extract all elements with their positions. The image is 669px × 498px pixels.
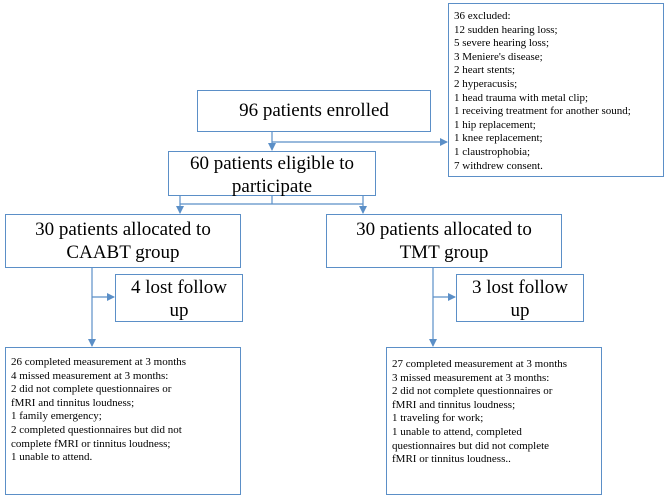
tmt-line-1: 30 patients allocated to: [356, 219, 532, 240]
caabt-result-line: 2 completed questionnaires but did not: [11, 423, 182, 436]
tmt-lost-line-2: up: [510, 300, 530, 321]
excluded-line: 7 withdrew consent.: [454, 159, 543, 172]
tmt-result-line: fMRI or tinnitus loudness..: [392, 453, 511, 466]
tmt-result-line: 2 did not complete questionnaires or: [392, 385, 553, 398]
eligible-line-2: participate: [231, 176, 313, 197]
excluded-line: 2 heart stents;: [454, 64, 516, 77]
excluded-line: 36 excluded:: [454, 10, 511, 22]
eligible-line-1: 60 patients eligible to: [189, 153, 355, 174]
caabt-result-box: 26 completed measurement at 3 months 4 m…: [5, 347, 241, 495]
tmt-lost-line-1: 3 lost follow: [471, 277, 569, 298]
tmt-result-line: 27 completed measurement at 3 months: [392, 358, 568, 370]
tmt-result-line: 3 missed measurement at 3 months:: [392, 371, 550, 384]
caabt-line-1: 30 patients allocated to: [35, 219, 211, 240]
excluded-line: 2 hyperacusis;: [454, 77, 518, 90]
enrolled-box: 96 patients enrolled: [197, 90, 431, 132]
excluded-line: 1 hip replacement;: [454, 118, 536, 131]
caabt-result-line: 1 unable to attend.: [11, 451, 93, 464]
excluded-line: 3 Meniere's disease;: [454, 50, 543, 63]
tmt-result-line: 1 unable to attend, completed: [392, 425, 522, 438]
tmt-result-line: questionnaires but did not complete: [392, 439, 550, 452]
excluded-line: 1 knee replacement;: [454, 132, 543, 145]
tmt-result-line: 1 traveling for work;: [392, 412, 484, 425]
excluded-line: 1 head trauma with metal clip;: [454, 91, 589, 104]
excluded-line: 1 claustrophobia;: [454, 145, 531, 158]
caabt-box: 30 patients allocated to CAABT group: [5, 214, 241, 268]
caabt-result-line: fMRI and tinnitus loudness;: [11, 396, 135, 409]
tmt-box: 30 patients allocated to TMT group: [326, 214, 562, 268]
caabt-lost-line-2: up: [169, 300, 189, 321]
caabt-result-line: 26 completed measurement at 3 months: [11, 356, 187, 368]
excluded-line: 12 sudden hearing loss;: [454, 23, 558, 36]
enrolled-line-1: 96 patients enrolled: [239, 100, 389, 121]
excluded-box: 36 excluded: 12 sudden hearing loss; 5 s…: [448, 3, 664, 177]
tmt-result-box: 27 completed measurement at 3 months 3 m…: [386, 347, 602, 495]
tmt-line-2: TMT group: [399, 242, 489, 263]
tmt-result-line: fMRI and tinnitus loudness;: [392, 398, 516, 411]
excluded-line: 1 receiving treatment for another sound;: [454, 105, 631, 118]
caabt-result-line: 4 missed measurement at 3 months:: [11, 369, 169, 382]
caabt-line-2: CAABT group: [66, 242, 180, 263]
caabt-result-line: 2 did not complete questionnaires or: [11, 383, 172, 396]
caabt-result-line: 1 family emergency;: [11, 410, 102, 423]
eligible-box: 60 patients eligible to participate: [168, 151, 376, 197]
tmt-lost-box: 3 lost follow up: [456, 274, 584, 322]
caabt-lost-box: 4 lost follow up: [115, 274, 243, 322]
excluded-line: 5 severe hearing loss;: [454, 37, 549, 50]
caabt-result-line: complete fMRI or tinnitus loudness;: [11, 437, 171, 450]
caabt-lost-line-1: 4 lost follow: [130, 277, 228, 298]
